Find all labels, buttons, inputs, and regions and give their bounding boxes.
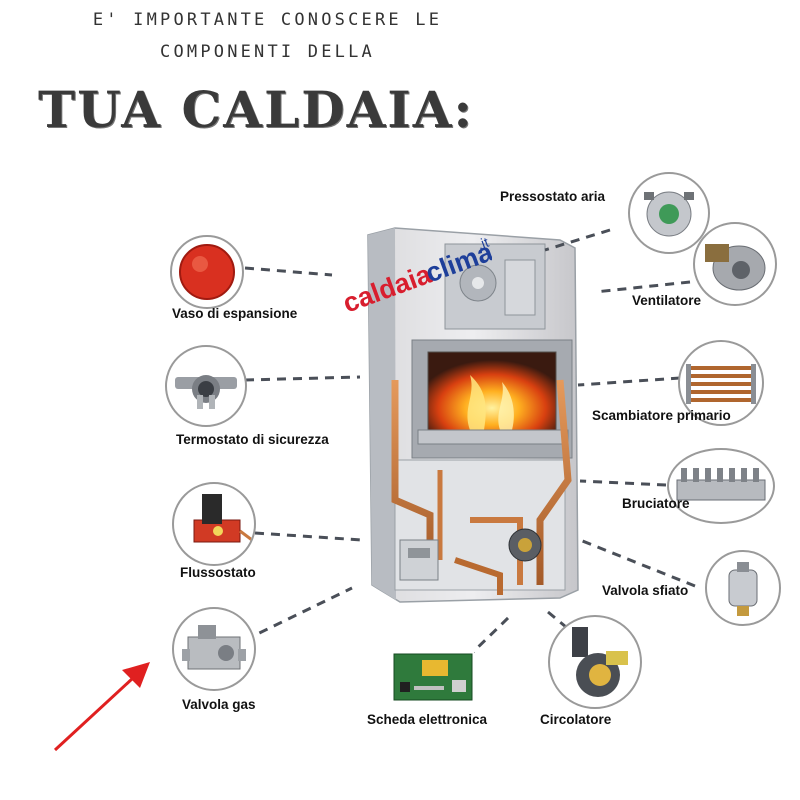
line-ventilatore <box>594 280 691 294</box>
line-termostato <box>244 375 361 382</box>
ventilatore-image <box>693 222 777 306</box>
label-scheda: Scheda elettronica <box>367 712 488 727</box>
circuit-board-icon <box>393 653 473 701</box>
label-sfiato: Valvola sfiato <box>602 583 689 598</box>
sfiato-image <box>705 550 781 626</box>
pump-icon <box>572 627 628 697</box>
pressostato-image <box>628 172 710 254</box>
label-bruciatore: Bruciatore <box>622 496 690 511</box>
fan-icon <box>705 244 766 291</box>
header-line-2: COMPONENTI DELLA <box>160 42 375 62</box>
label-valvola-gas: Valvola gas <box>182 697 256 712</box>
flow-switch-icon <box>193 494 253 543</box>
gas-valve-icon <box>182 625 246 670</box>
label-vaso: Vaso di espansione <box>172 306 298 321</box>
brand-suffix: .it <box>475 234 491 253</box>
label-flussostato: Flussostato <box>180 565 256 580</box>
scambiatore-image <box>678 340 764 426</box>
valvola-gas-image <box>172 607 256 691</box>
vaso-image <box>170 235 244 309</box>
heat-exchanger-icon <box>686 364 756 404</box>
line-circolatore <box>547 610 573 634</box>
pressure-switch-icon <box>644 191 694 237</box>
termostato-image <box>165 345 247 427</box>
line-flussostato <box>254 531 363 542</box>
line-scambiatore <box>577 376 681 387</box>
line-bruciatore <box>579 479 667 487</box>
air-vent-icon <box>728 562 758 616</box>
brand-logo: caldaia clima .it <box>332 214 492 324</box>
line-valvola-gas <box>244 586 353 642</box>
thermostat-icon <box>175 375 237 409</box>
line-pressostato <box>544 228 611 252</box>
line-vaso <box>244 266 333 277</box>
header-line-1: E' IMPORTANTE CONOSCERE LE <box>92 10 443 30</box>
circolatore-image <box>548 615 642 709</box>
label-termostato: Termostato di sicurezza <box>176 432 329 447</box>
label-pressostato: Pressostato aria <box>500 189 606 204</box>
bruciatore-image <box>667 448 775 524</box>
boiler-frame <box>367 227 579 603</box>
label-ventilatore: Ventilatore <box>632 293 702 308</box>
brand-name-a: caldaia <box>339 259 436 319</box>
flussostato-image <box>172 482 256 566</box>
connector-lines <box>244 228 696 657</box>
line-scheda <box>468 616 510 657</box>
header-title: TUA CALDAIA: <box>38 80 475 139</box>
line-sfiato <box>579 538 696 588</box>
burner-icon <box>676 468 766 501</box>
label-circolatore: Circolatore <box>540 712 612 727</box>
label-scambiatore: Scambiatore primario <box>592 408 731 423</box>
scheda-image <box>392 646 474 706</box>
red-arrow-icon <box>53 662 150 752</box>
expansion-vessel-icon <box>179 244 235 300</box>
